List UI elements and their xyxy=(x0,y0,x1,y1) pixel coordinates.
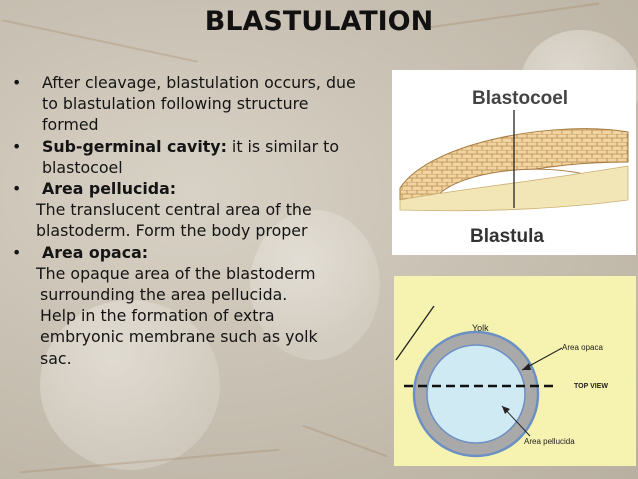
bullet-item: • Sub-germinal cavity: it is similar to … xyxy=(12,136,387,178)
description-line: The translucent central area of the xyxy=(36,200,312,220)
yolk-label: Yolk xyxy=(472,323,489,333)
description-line: sac. xyxy=(40,348,72,368)
bullet-item: • Area pellucida: xyxy=(12,178,387,199)
area-pellucida-label: Area pellucida xyxy=(524,437,575,446)
corner-line xyxy=(395,305,435,361)
bullet-line: After cleavage, blastulation occurs, due xyxy=(42,73,356,92)
area-opaca-label: Area opaca xyxy=(562,343,603,352)
term-sub-germinal-cavity: Sub-germinal cavity: xyxy=(42,136,227,156)
blastula-diagram: Blastocoel Blastula xyxy=(399,88,629,247)
bullet-line: to blastulation following structure xyxy=(42,94,309,114)
bullet-dot: • xyxy=(12,73,22,92)
pellucida-description: The translucent central area of the blas… xyxy=(12,199,387,241)
slide-content: • After cleavage, blastulation occurs, d… xyxy=(12,72,387,369)
bullet-dot: • xyxy=(12,179,22,199)
bullet-dot: • xyxy=(12,242,22,262)
bullet-line: formed xyxy=(42,115,99,135)
term-area-pellucida: Area pellucida: xyxy=(42,179,177,199)
description-line: Help in the formation of extra xyxy=(40,306,275,326)
blastula-label: Blastula xyxy=(470,226,544,247)
description-line: surrounding the area pellucida. xyxy=(40,285,288,305)
opaca-description: The opaque area of the blastoderm xyxy=(12,263,387,284)
slide-title: BLASTULATION xyxy=(204,6,434,37)
area-figure: Yolk Area opaca TOP VIEW Area pellucida xyxy=(394,276,636,466)
description-line: The opaque area of the blastoderm xyxy=(36,263,316,283)
area-diagram: Yolk Area opaca TOP VIEW Area pellucida xyxy=(394,276,636,466)
bullet-text: it is similar to xyxy=(226,136,340,156)
term-area-opaca: Area opaca: xyxy=(42,242,149,262)
area-pellucida-disc xyxy=(426,344,526,444)
opaca-description-cont: surrounding the area pellucida. Help in … xyxy=(12,284,387,369)
description-line: embryonic membrane such as yolk xyxy=(40,327,318,347)
blastocoel-label: Blastocoel xyxy=(472,88,568,109)
description-line: blastoderm. Form the body proper xyxy=(36,221,308,241)
top-view-label: TOP VIEW xyxy=(574,383,608,390)
bullet-dot: • xyxy=(12,136,22,156)
blastula-figure: Blastocoel Blastula xyxy=(392,70,636,255)
bullet-line: blastocoel xyxy=(42,157,123,177)
bullet-item: • Area opaca: xyxy=(12,242,387,263)
bullet-item: • After cleavage, blastulation occurs, d… xyxy=(12,72,387,136)
